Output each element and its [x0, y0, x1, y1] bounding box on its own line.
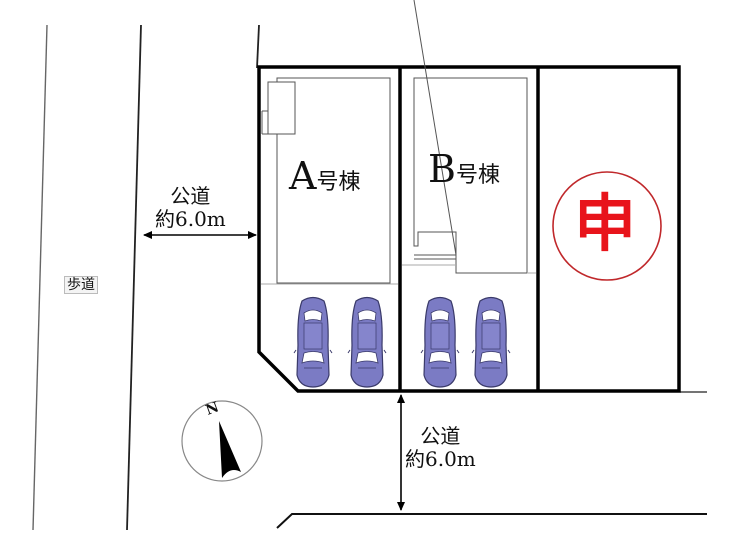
- lot-outline: [257, 65, 681, 393]
- unit-b-label: B号棟: [428, 150, 500, 188]
- road-south-edge-line: [276, 513, 707, 529]
- application-stamp-circle: [552, 171, 662, 281]
- compass-north-arrow-icon: [181, 400, 263, 482]
- road-west-width: 約6.0m: [155, 207, 226, 231]
- road-south-width: 約6.0m: [405, 447, 476, 471]
- road-west-label: 公道 約6.0m: [155, 185, 226, 231]
- car-a1-icon: [293, 296, 333, 388]
- unit-a-suffix: 号棟: [316, 170, 361, 195]
- car-b1-icon: [420, 296, 460, 388]
- unit-b-suffix: 号棟: [455, 163, 500, 188]
- unit-b-letter: B: [428, 147, 456, 191]
- building-a-footprint: [261, 77, 398, 285]
- road-west-type: 公道: [170, 184, 211, 208]
- sidewalk-label: 歩道: [64, 276, 98, 294]
- unit-a-label: A号棟: [289, 157, 360, 195]
- road-west-edge-line: [126, 24, 142, 531]
- unit-a-letter: A: [289, 154, 317, 198]
- sidewalk-edge-line: [32, 24, 48, 531]
- road-west-edge-line-upper: [256, 24, 260, 69]
- road-south-label: 公道 約6.0m: [405, 425, 476, 471]
- car-b2-icon: [471, 296, 511, 388]
- building-b-footprint: [402, 0, 536, 274]
- road-south-type: 公道: [420, 424, 461, 448]
- application-stamp-text: 申: [574, 187, 637, 260]
- car-a2-icon: [347, 296, 387, 388]
